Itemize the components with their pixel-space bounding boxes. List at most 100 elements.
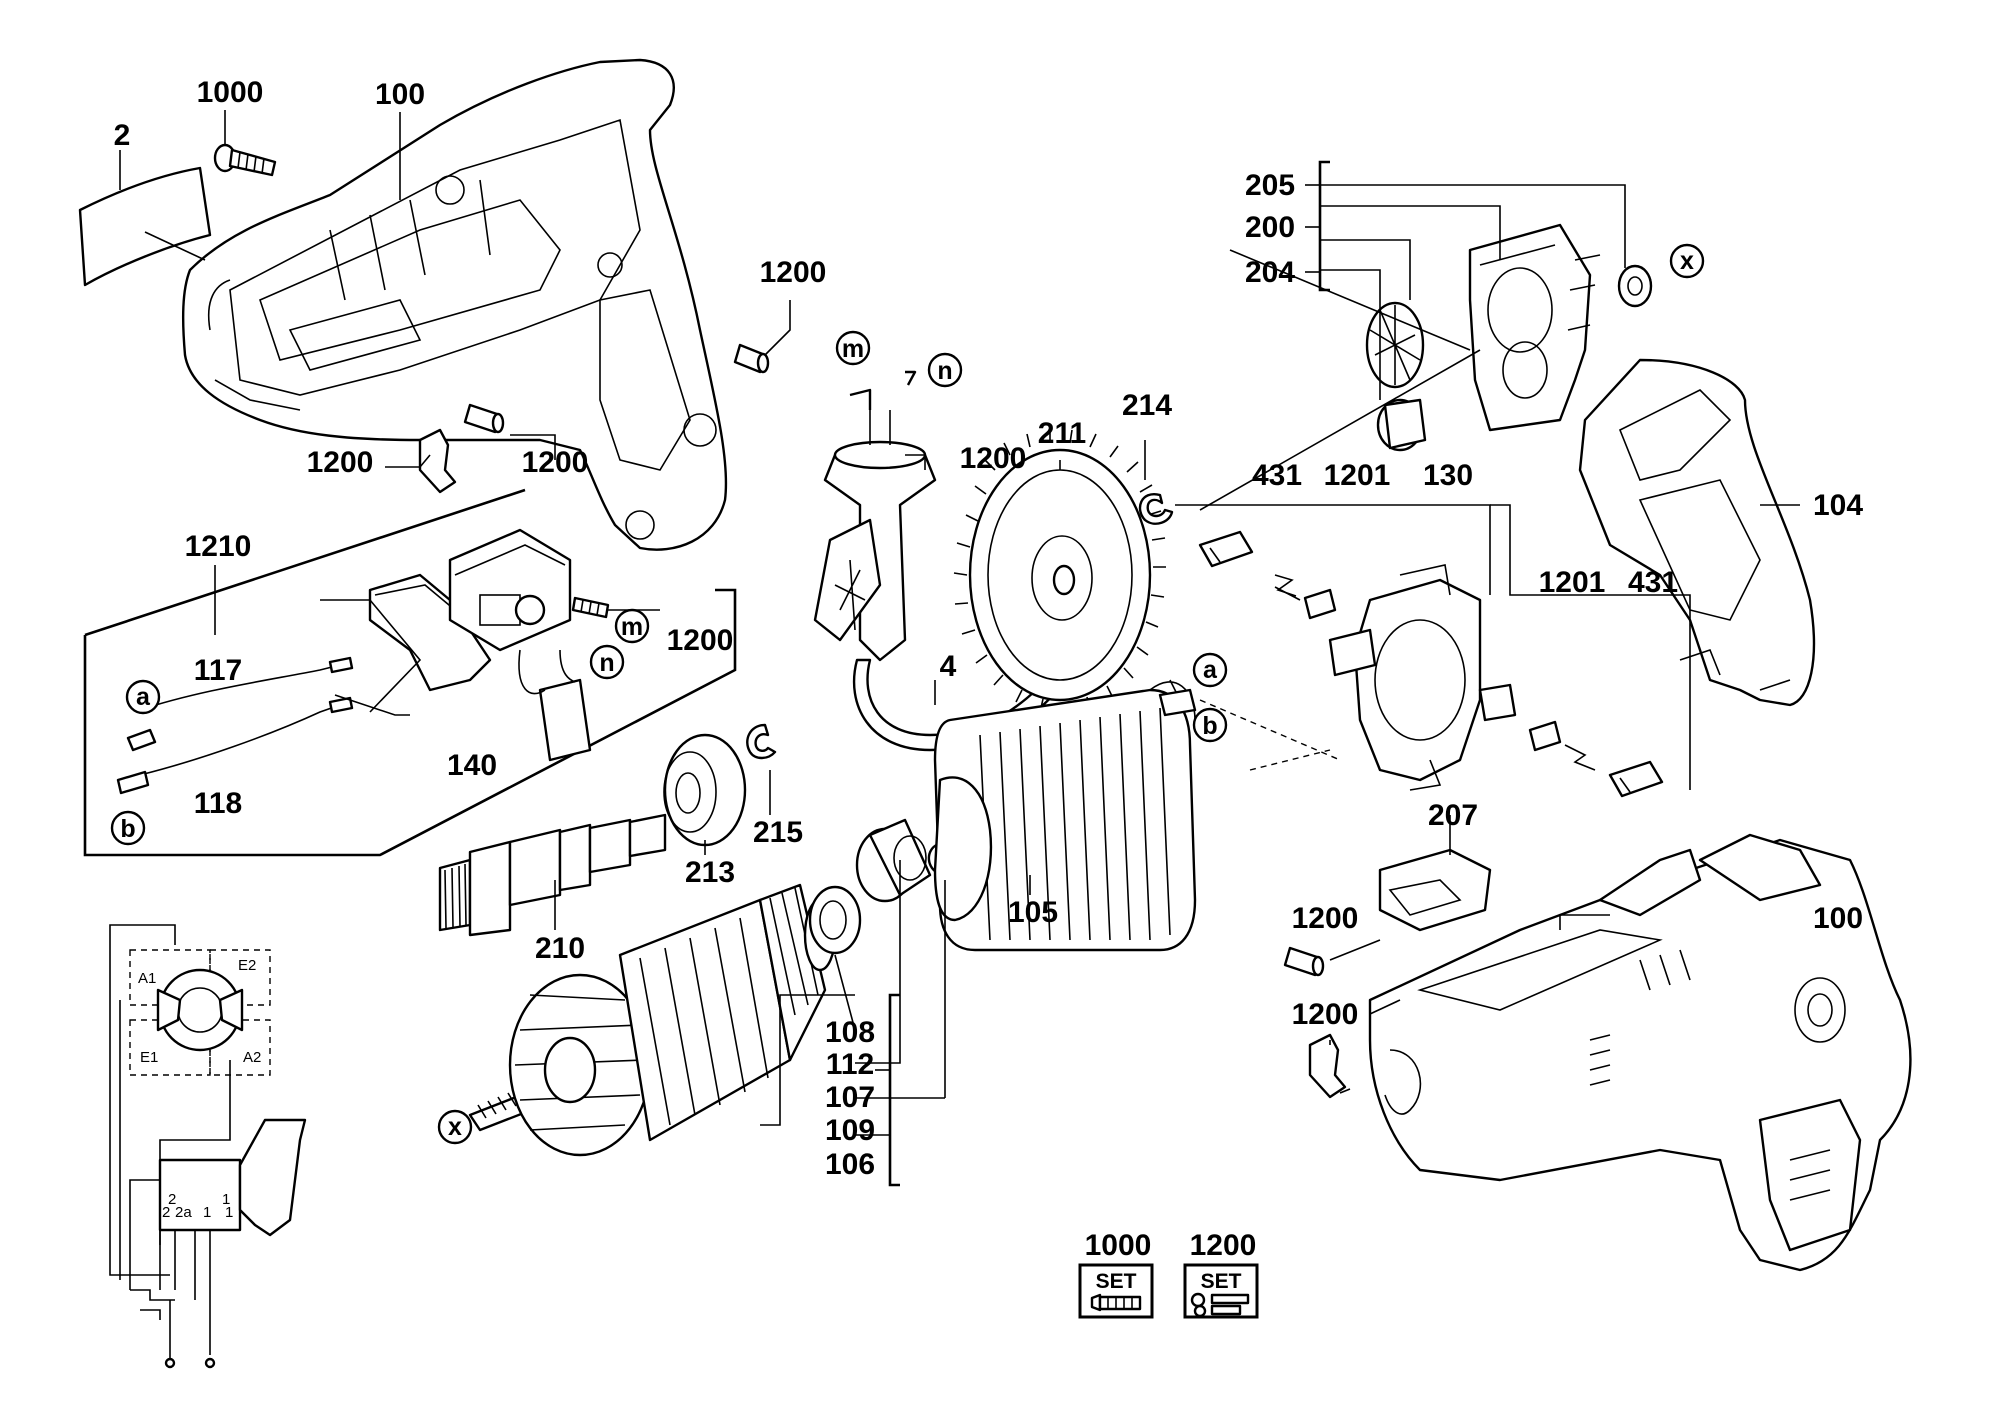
- label-1200: 1200: [1190, 1229, 1257, 1262]
- svg-text:b: b: [120, 815, 135, 843]
- label-130: 130: [1423, 459, 1473, 492]
- pin: [463, 403, 505, 434]
- bearing-108: [808, 885, 862, 955]
- wiring-label-e2: E2: [238, 957, 256, 974]
- washer: [1617, 264, 1653, 308]
- callout-b: b: [1192, 707, 1228, 743]
- wiring-label-1: 1: [203, 1204, 211, 1221]
- needle-bearing: [1376, 398, 1427, 452]
- svg-text:a: a: [136, 683, 151, 711]
- wiring-label-1: 1: [225, 1204, 233, 1221]
- label-100: 100: [375, 78, 425, 111]
- label-plate: [78, 166, 212, 287]
- label-1201: 1201: [1539, 566, 1606, 599]
- label-140: 140: [447, 749, 497, 782]
- bearing-group-bracket: [760, 860, 946, 1187]
- callouts: m n m n a b a b x x: [110, 243, 1705, 1145]
- capacitor: [518, 649, 592, 762]
- svg-text:b: b: [1202, 712, 1217, 740]
- housing-half-right: [1578, 358, 1816, 707]
- svg-text:m: m: [842, 335, 864, 363]
- flange-group-bracket: [1305, 160, 1626, 400]
- wiring-label-2a: 2a: [175, 1204, 192, 1221]
- label-118: 118: [194, 787, 242, 820]
- label-106: 106: [825, 1148, 875, 1181]
- label-1000: 1000: [1085, 1229, 1152, 1262]
- gear: [953, 429, 1166, 715]
- bracket-clip: [418, 428, 457, 494]
- label-1210: 1210: [185, 530, 252, 563]
- label-431: 431: [1252, 459, 1302, 492]
- label-207: 207: [1428, 799, 1478, 832]
- label-1200: 1200: [522, 446, 589, 479]
- label-2: 2: [114, 119, 131, 152]
- label-1200: 1200: [667, 624, 734, 657]
- label-214: 214: [1122, 389, 1172, 422]
- svg-text:m: m: [621, 613, 643, 641]
- label-108: 108: [825, 1016, 875, 1049]
- switch-trigger: [368, 573, 492, 692]
- label-1200: 1200: [760, 256, 827, 289]
- label-1200: 1200: [960, 442, 1027, 475]
- field-stator: [933, 679, 1197, 952]
- screw-set-badge: SET: [1078, 1263, 1154, 1319]
- part-labels: 2 1000 100 1200 1200 1200 1210 117 118 1…: [114, 76, 1864, 1262]
- screw: [213, 143, 277, 177]
- carbon-brush-b: [1528, 720, 1596, 771]
- assembled-drill: [1368, 833, 1912, 1272]
- callout-n: n: [589, 644, 625, 680]
- pinion-gear: [1365, 301, 1425, 389]
- cable-117: [126, 656, 354, 752]
- pin-bottom: [1283, 946, 1325, 977]
- pin: [733, 343, 770, 374]
- clip-bottom: [1308, 1033, 1347, 1099]
- label-211: 211: [1038, 417, 1086, 450]
- label-112: 112: [826, 1048, 874, 1081]
- svg-text:n: n: [599, 649, 614, 677]
- brush-cover: [1378, 848, 1492, 932]
- strain-relief: [813, 370, 937, 662]
- switch-assembly-frame: [83, 488, 737, 857]
- label-205: 205: [1245, 169, 1295, 202]
- wiring-label-a2: A2: [243, 1049, 261, 1066]
- callout-m: m: [835, 330, 871, 366]
- output-shaft: [438, 813, 667, 937]
- ball-bearing: [663, 733, 747, 847]
- switch-screw: [571, 596, 610, 619]
- svg-text:x: x: [1680, 247, 1694, 275]
- svg-text:SET: SET: [1096, 1270, 1137, 1293]
- pin-set-badge: SET: [1183, 1263, 1259, 1319]
- label-1200: 1200: [1292, 902, 1359, 935]
- callout-a: a: [1192, 652, 1228, 688]
- svg-text:a: a: [1203, 656, 1218, 684]
- label-104: 104: [1813, 489, 1863, 522]
- retaining-ring: [1138, 493, 1174, 525]
- callout-n: n: [927, 352, 963, 388]
- wiring-diagram: A1 E2 E1 A2 2 2 2a 1 1 1: [109, 924, 307, 1369]
- brush-leaders: [1175, 504, 1691, 790]
- label-1201: 1201: [1324, 459, 1391, 492]
- brush-cap-a: [1198, 530, 1254, 568]
- intermediate-flange: [1468, 223, 1601, 432]
- snap-ring: [746, 723, 777, 760]
- label-431: 431: [1628, 566, 1678, 599]
- label-1200: 1200: [1292, 998, 1359, 1031]
- callout-m: m: [614, 608, 650, 644]
- brush-cap-b: [1608, 760, 1664, 798]
- callout-a: a: [125, 679, 161, 715]
- wiring-label-1: 1: [222, 1191, 230, 1208]
- svg-text:x: x: [448, 1113, 462, 1141]
- wiring-label-e1: E1: [140, 1049, 158, 1066]
- label-210: 210: [535, 932, 585, 965]
- bearing-sleeve-112: [855, 818, 932, 903]
- cable-118: [116, 696, 354, 795]
- callout-x: x: [1669, 243, 1705, 279]
- label-117: 117: [194, 654, 242, 687]
- svg-text:n: n: [937, 357, 952, 385]
- housing-half-left: [181, 58, 728, 551]
- label-105: 105: [1008, 896, 1058, 929]
- label-1200: 1200: [307, 446, 374, 479]
- label-213: 213: [685, 856, 735, 889]
- label-1000: 1000: [197, 76, 264, 109]
